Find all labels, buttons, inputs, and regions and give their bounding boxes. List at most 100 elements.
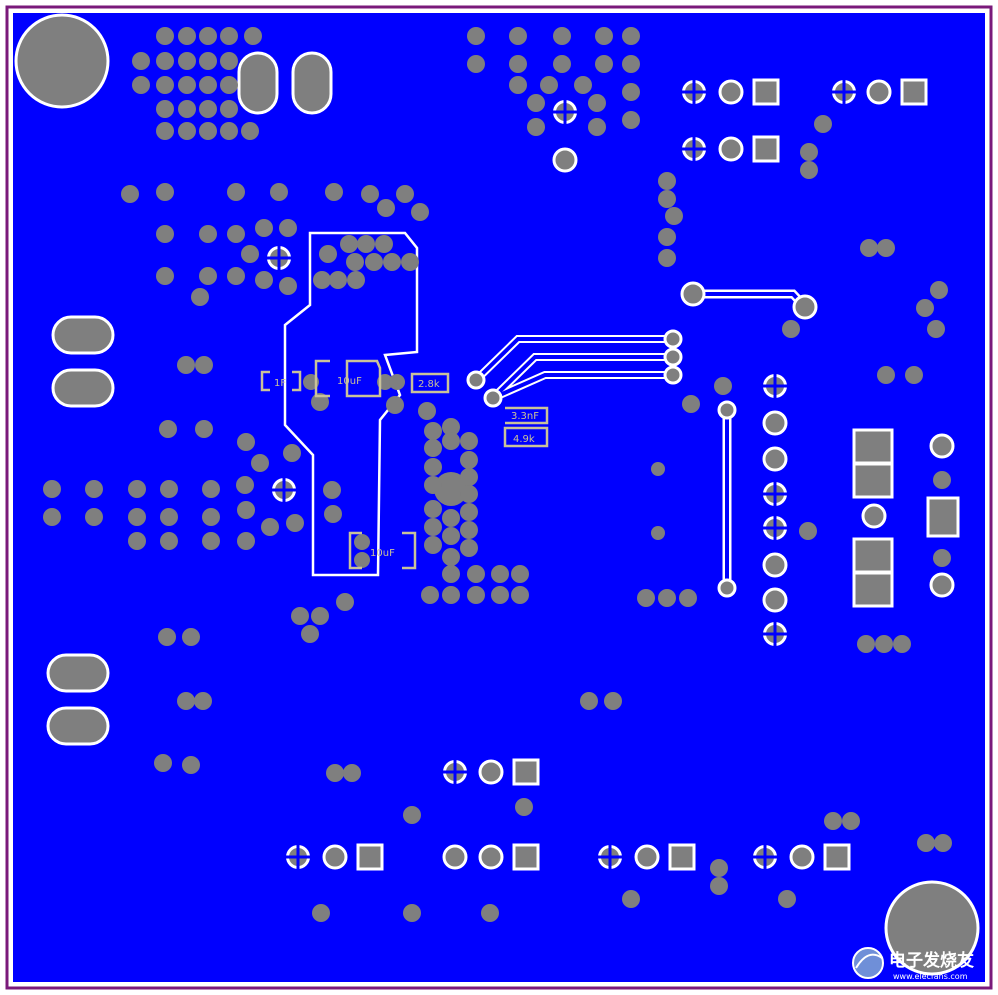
via-small (651, 526, 665, 540)
component-pad (354, 552, 370, 568)
round-pad (680, 281, 706, 307)
square-pad (512, 843, 540, 871)
via (85, 480, 103, 498)
via (178, 100, 196, 118)
via (893, 635, 911, 653)
silk-label-c1: 1F (274, 378, 286, 389)
round-pad (478, 759, 504, 785)
watermark-url: www.elecfans.com (893, 972, 968, 981)
via (800, 143, 818, 161)
via (460, 468, 478, 486)
via (442, 527, 460, 545)
silk-label-r1: 2.8k (418, 379, 440, 390)
slotted-pads (46, 51, 333, 746)
via (199, 27, 217, 45)
via (319, 245, 337, 263)
via (237, 532, 255, 550)
via (442, 586, 460, 604)
via (324, 505, 342, 523)
via (460, 539, 478, 557)
silkscreen-outlines (260, 359, 549, 570)
square-pad (752, 78, 780, 106)
round-pad (717, 400, 737, 420)
via (195, 420, 213, 438)
thermal-pad (552, 99, 578, 125)
via (343, 764, 361, 782)
silk-r2-outline (503, 426, 549, 448)
via (383, 253, 401, 271)
via (199, 76, 217, 94)
round-pad (866, 79, 892, 105)
via (313, 271, 331, 289)
square-pad (823, 843, 851, 871)
via (85, 508, 103, 526)
via (191, 288, 209, 306)
via (178, 76, 196, 94)
thermal-pad (831, 79, 857, 105)
via (799, 522, 817, 540)
via (460, 451, 478, 469)
via (442, 418, 460, 436)
slot-pad (51, 368, 115, 408)
via (442, 509, 460, 527)
round-pad (792, 294, 818, 320)
via (279, 277, 297, 295)
via (132, 52, 150, 70)
via (604, 692, 622, 710)
via (580, 692, 598, 710)
power-pad (852, 571, 894, 608)
copper-pour (13, 13, 985, 982)
via (527, 118, 545, 136)
mounting-hole-top-left (14, 13, 110, 109)
via (160, 508, 178, 526)
via (255, 271, 273, 289)
via (421, 586, 439, 604)
via (927, 320, 945, 338)
via (515, 798, 533, 816)
via (460, 485, 478, 503)
silk-label-c2: 10uF (337, 376, 362, 387)
via (261, 518, 279, 536)
via (301, 625, 319, 643)
via (857, 635, 875, 653)
board-outline (5, 5, 993, 990)
via (365, 253, 383, 271)
via (156, 52, 174, 70)
thermal-pad (762, 621, 788, 647)
mounting-hole-bottom-right (884, 880, 980, 976)
round-pad (717, 578, 737, 598)
via (160, 532, 178, 550)
via (375, 235, 393, 253)
via (842, 812, 860, 830)
thermal-pad-center (434, 472, 468, 506)
via (311, 607, 329, 625)
round-pad (663, 329, 683, 349)
via (782, 320, 800, 338)
via (220, 100, 238, 118)
via (220, 27, 238, 45)
round-pad (929, 572, 955, 598)
via (622, 83, 640, 101)
via (710, 877, 728, 895)
via (588, 118, 606, 136)
silk-label-c4: 10uF (370, 548, 395, 559)
via (511, 565, 529, 583)
via (323, 481, 341, 499)
round-pad (322, 844, 348, 870)
via-array (43, 27, 952, 922)
via (460, 503, 478, 521)
round-pad (442, 844, 468, 870)
trace-2-core (491, 355, 675, 400)
via (128, 532, 146, 550)
via (326, 764, 344, 782)
via (396, 185, 414, 203)
via (43, 480, 61, 498)
via (178, 52, 196, 70)
via (336, 593, 354, 611)
via (325, 183, 343, 201)
via (778, 890, 796, 908)
via (361, 185, 379, 203)
via (917, 834, 935, 852)
via (424, 518, 442, 536)
via (286, 514, 304, 532)
